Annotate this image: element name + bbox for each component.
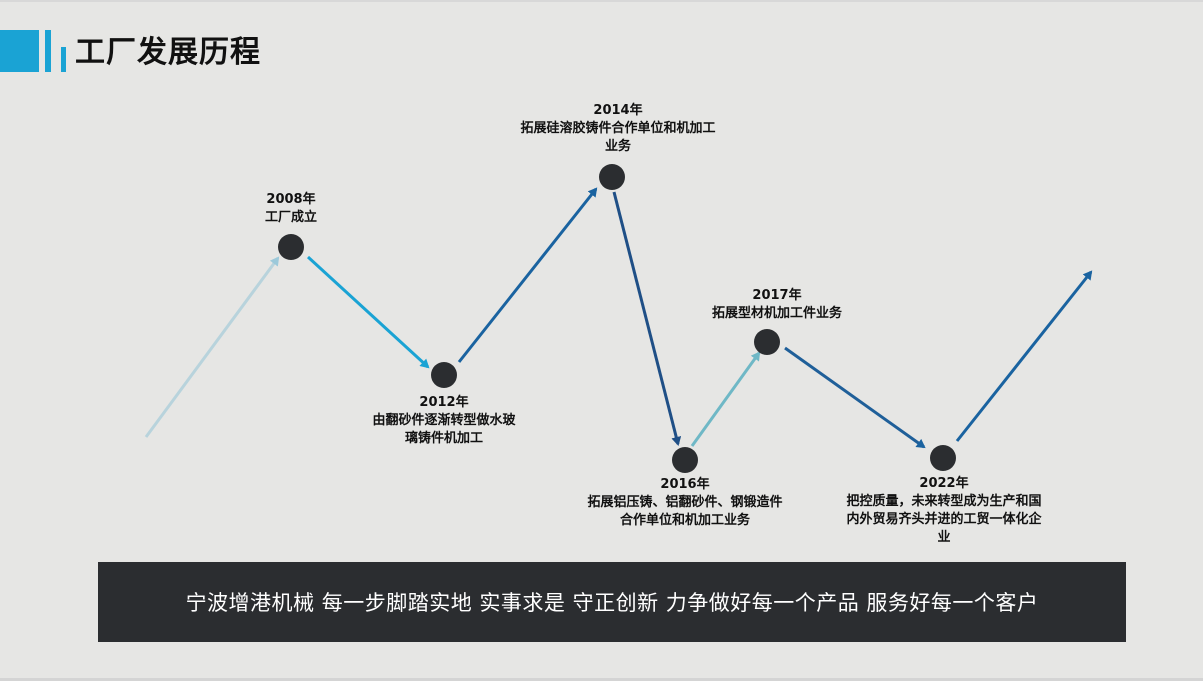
milestone-year: 2008年 [266,192,316,207]
page-title: 工厂发展历程 [75,35,261,70]
arrow-start-to-2008 [144,256,280,438]
milestone-year: 2022年 [919,476,969,491]
milestone-desc: 把控质量，未来转型成为生产和国内外贸易齐头并进的工贸一体化企业 [846,494,1042,545]
milestone-desc: 拓展硅溶胶铸件合作单位和机加工业务 [520,121,716,154]
milestone-dot-2014 [599,164,625,190]
slogan-text: 宁波增港机械 每一步脚踏实地 实事求是 守正创新 力争做好每一个产品 服务好每一… [185,591,1039,615]
milestone-dot-2022 [930,445,956,471]
milestone-2008: 2008年 工厂成立 [231,191,351,227]
milestone-dot-2008 [278,234,304,260]
slogan-banner: 宁波增港机械 每一步脚踏实地 实事求是 守正创新 力争做好每一个产品 服务好每一… [98,562,1126,642]
accent-bar-small-icon [61,47,66,72]
milestone-desc: 拓展型材机加工件业务 [711,306,842,321]
arrow-2008-to-2012 [306,255,430,369]
milestone-2022: 2022年 把控质量，未来转型成为生产和国内外贸易齐头并进的工贸一体化企业 [842,475,1046,547]
accent-block-icon [0,30,39,72]
top-divider [0,0,1203,2]
accent-bar-icon [45,30,51,72]
milestone-year: 2014年 [593,103,643,118]
milestone-dot-2016 [672,447,698,473]
milestone-2016: 2016年 拓展铝压铸、铝翻砂件、钢锻造件合作单位和机加工业务 [585,476,785,530]
milestone-dot-2017 [754,329,780,355]
arrow-2012-to-2014 [457,187,598,363]
milestone-year: 2016年 [660,477,710,492]
milestone-year: 2012年 [419,395,469,410]
milestone-2012: 2012年 由翻砂件逐渐转型做水玻璃铸件机加工 [369,394,519,448]
arrow-2014-to-2016 [612,191,682,446]
milestone-year: 2017年 [752,288,802,303]
milestone-dot-2012 [431,362,457,388]
milestone-desc: 工厂成立 [264,210,317,225]
milestone-2017: 2017年 拓展型材机加工件业务 [692,287,862,323]
bottom-divider [0,678,1203,681]
arrow-2016-to-2017 [690,351,761,447]
arrow-2022-to-future [955,270,1093,442]
milestone-desc: 由翻砂件逐渐转型做水玻璃铸件机加工 [372,413,516,446]
milestone-desc: 拓展铝压铸、铝翻砂件、钢锻造件合作单位和机加工业务 [587,495,783,528]
milestone-2014: 2014年 拓展硅溶胶铸件合作单位和机加工业务 [518,102,718,156]
arrow-2017-to-2022 [784,346,926,449]
